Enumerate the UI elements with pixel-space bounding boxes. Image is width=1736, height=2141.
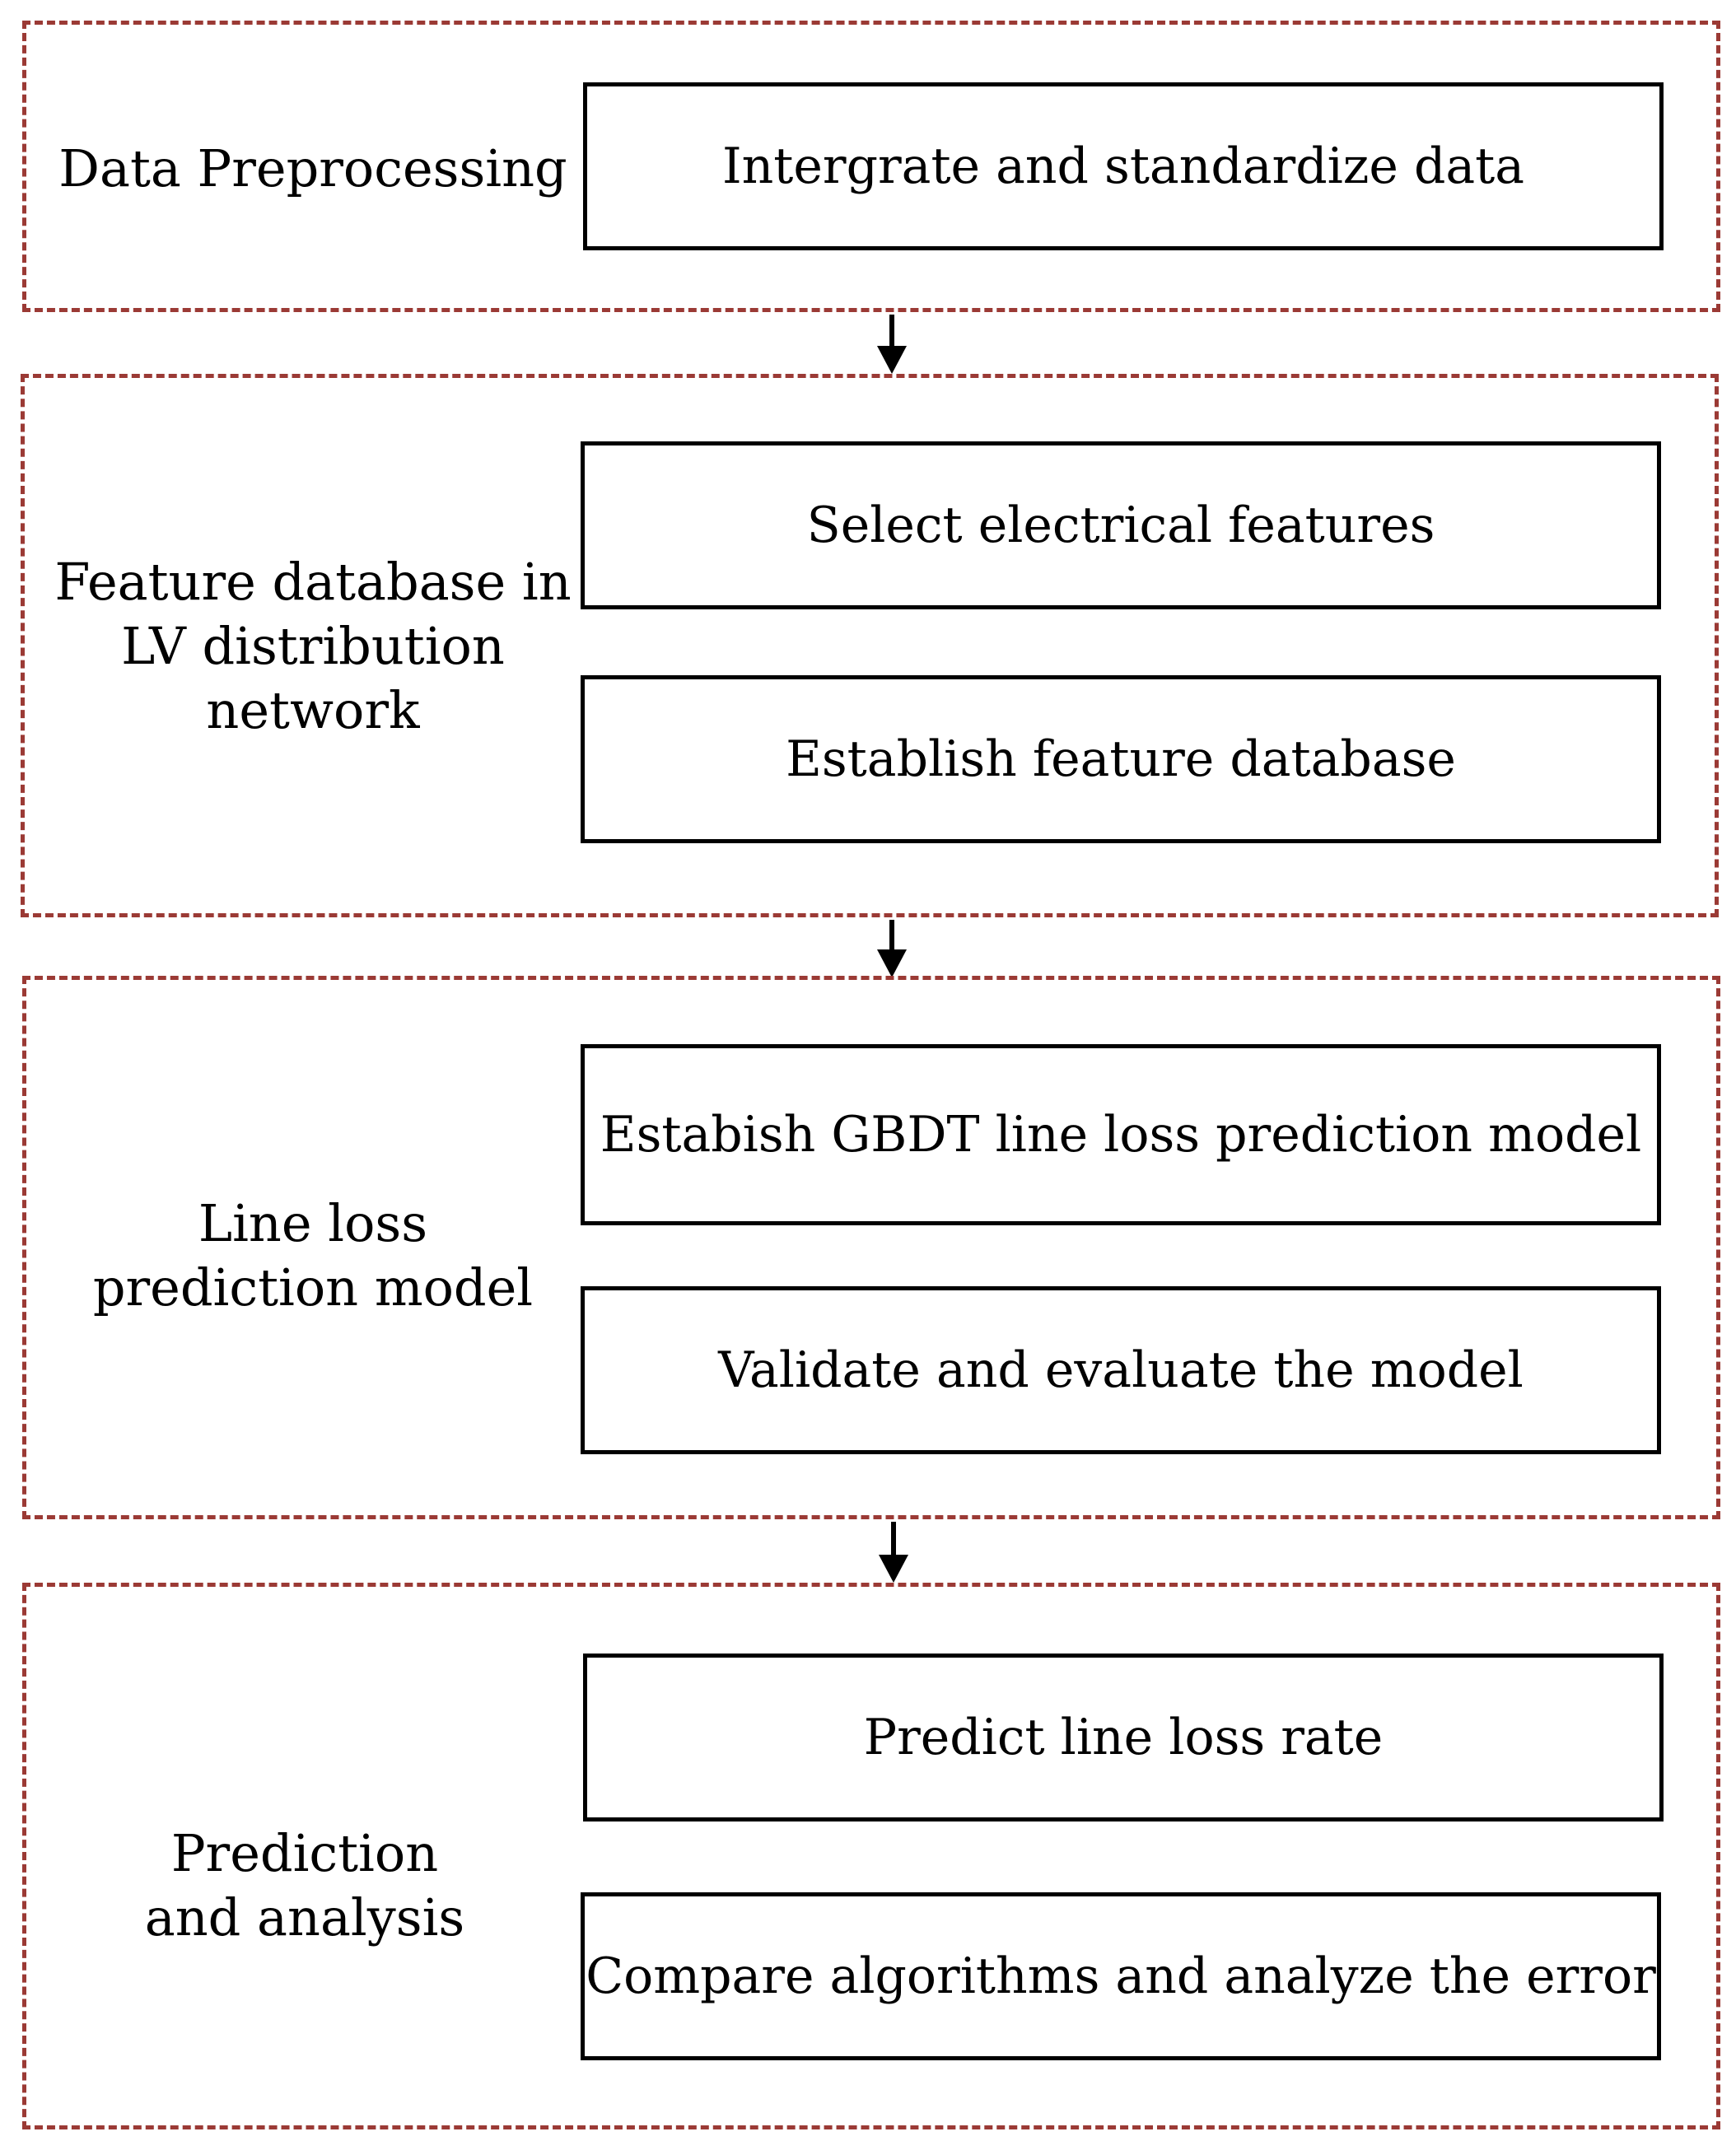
- section-data-preprocessing: [22, 21, 1720, 312]
- section-label-feature-database: Feature database in LV distribution netw…: [54, 552, 572, 740]
- section-label-data-preprocessing: Data Preprocessing: [58, 138, 567, 198]
- step-compare-algorithms-analyze-error: Compare algorithms and analyze the error: [581, 1892, 1661, 2060]
- step-predict-line-loss-rate: Predict line loss rate: [583, 1654, 1664, 1821]
- step-validate-evaluate-model: Validate and evaluate the model: [581, 1286, 1661, 1454]
- flow-arrow-2: [875, 920, 908, 977]
- flow-arrow-3: [877, 1522, 910, 1583]
- section-line-loss-prediction-model: [22, 976, 1720, 1519]
- step-integrate-standardize-data: Intergrate and standardize data: [583, 82, 1664, 250]
- step-establish-feature-database: Establish feature database: [581, 675, 1661, 843]
- section-label-prediction-and-analysis: Prediction and analysis: [144, 1823, 465, 1947]
- step-establish-gbdt-model: Estabish GBDT line loss prediction model: [581, 1044, 1661, 1225]
- section-feature-database: [21, 374, 1719, 917]
- section-prediction-and-analysis: [22, 1583, 1720, 2129]
- step-select-electrical-features: Select electrical features: [581, 441, 1661, 609]
- section-label-line-loss-prediction-model: Line loss prediction model: [92, 1193, 534, 1318]
- flow-arrow-1: [875, 315, 908, 374]
